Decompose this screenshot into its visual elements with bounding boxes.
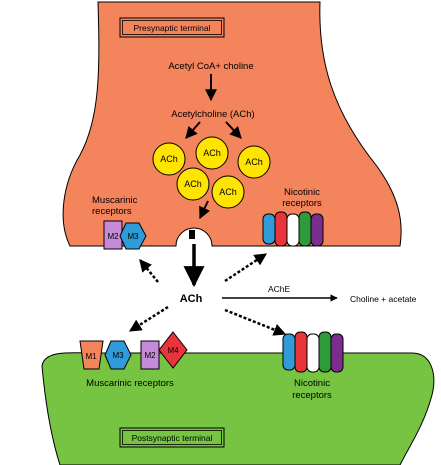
- post-receptor-m4: M4: [158, 331, 188, 369]
- post-muscarinic-label: Muscarinic receptors: [86, 378, 174, 389]
- release-arrow: [199, 200, 211, 220]
- vesicle-label: ACh: [245, 157, 263, 167]
- vesicle-arrow-right: [225, 121, 242, 139]
- presynaptic-terminal: [62, 1, 402, 247]
- pre-nicotinic-channel: [262, 211, 324, 247]
- vesicle-label: ACh: [184, 179, 202, 189]
- receptor-label: M4: [167, 346, 179, 355]
- receptor-label: M3: [127, 232, 139, 241]
- dotted-arrow-pre-muscarinic: [139, 259, 159, 283]
- release-dash: [189, 230, 195, 239]
- product-label: Acetylcholine (ACh): [171, 109, 254, 120]
- postsynaptic-title-box: Postsynaptic terminal: [119, 427, 225, 448]
- receptor-label: M1: [85, 352, 97, 361]
- breakdown-label: Choline + acetate: [350, 294, 417, 304]
- receptor-label: M2: [144, 351, 156, 360]
- dotted-arrow-pre-nicotinic: [224, 252, 268, 283]
- vesicle: ACh: [176, 167, 210, 201]
- receptor-label: M2: [107, 232, 119, 241]
- presynaptic-title-box: Presynaptic terminal: [119, 17, 225, 38]
- vesicle-arrow-left: [185, 121, 201, 139]
- pre-nicotinic-label-line2: receptors: [282, 198, 322, 209]
- post-nicotinic-label-line1: Nicotinic: [294, 378, 330, 389]
- postsynaptic-title: Postsynaptic terminal: [132, 433, 213, 443]
- vesicle-label: ACh: [160, 154, 178, 164]
- pre-receptor-m2: M2: [103, 220, 123, 250]
- presynaptic-title: Presynaptic terminal: [133, 23, 210, 33]
- dotted-arrow-post-nicotinic: [224, 308, 287, 336]
- pre-nicotinic-label-line1: Nicotinic: [284, 187, 320, 198]
- ache-label: AChE: [268, 284, 291, 294]
- pre-receptor-m3: M3: [119, 222, 147, 250]
- vesicle-label: ACh: [203, 148, 221, 158]
- post-nicotinic-channel: [282, 331, 344, 373]
- vesicle: ACh: [152, 142, 186, 176]
- cleft-ach-label: ACh: [180, 293, 203, 305]
- vesicle: ACh: [237, 145, 271, 179]
- post-receptor-m1: M1: [79, 340, 104, 370]
- vesicle: ACh: [211, 175, 245, 209]
- receptor-label: M3: [112, 351, 124, 360]
- vesicle: ACh: [195, 136, 229, 170]
- precursor-label: Acetyl CoA+ choline: [168, 61, 253, 72]
- dotted-arrow-post-muscarinic: [128, 305, 169, 333]
- postsynaptic-terminal: [41, 352, 435, 465]
- post-receptor-m3: M3: [104, 340, 132, 370]
- pre-muscarinic-label-line1: Muscarinic: [92, 195, 138, 206]
- vesicle-label: ACh: [219, 187, 237, 197]
- post-nicotinic-label-line2: receptors: [292, 390, 332, 401]
- pre-muscarinic-label-line2: receptors: [92, 206, 132, 217]
- post-receptor-m2: M2: [140, 340, 160, 370]
